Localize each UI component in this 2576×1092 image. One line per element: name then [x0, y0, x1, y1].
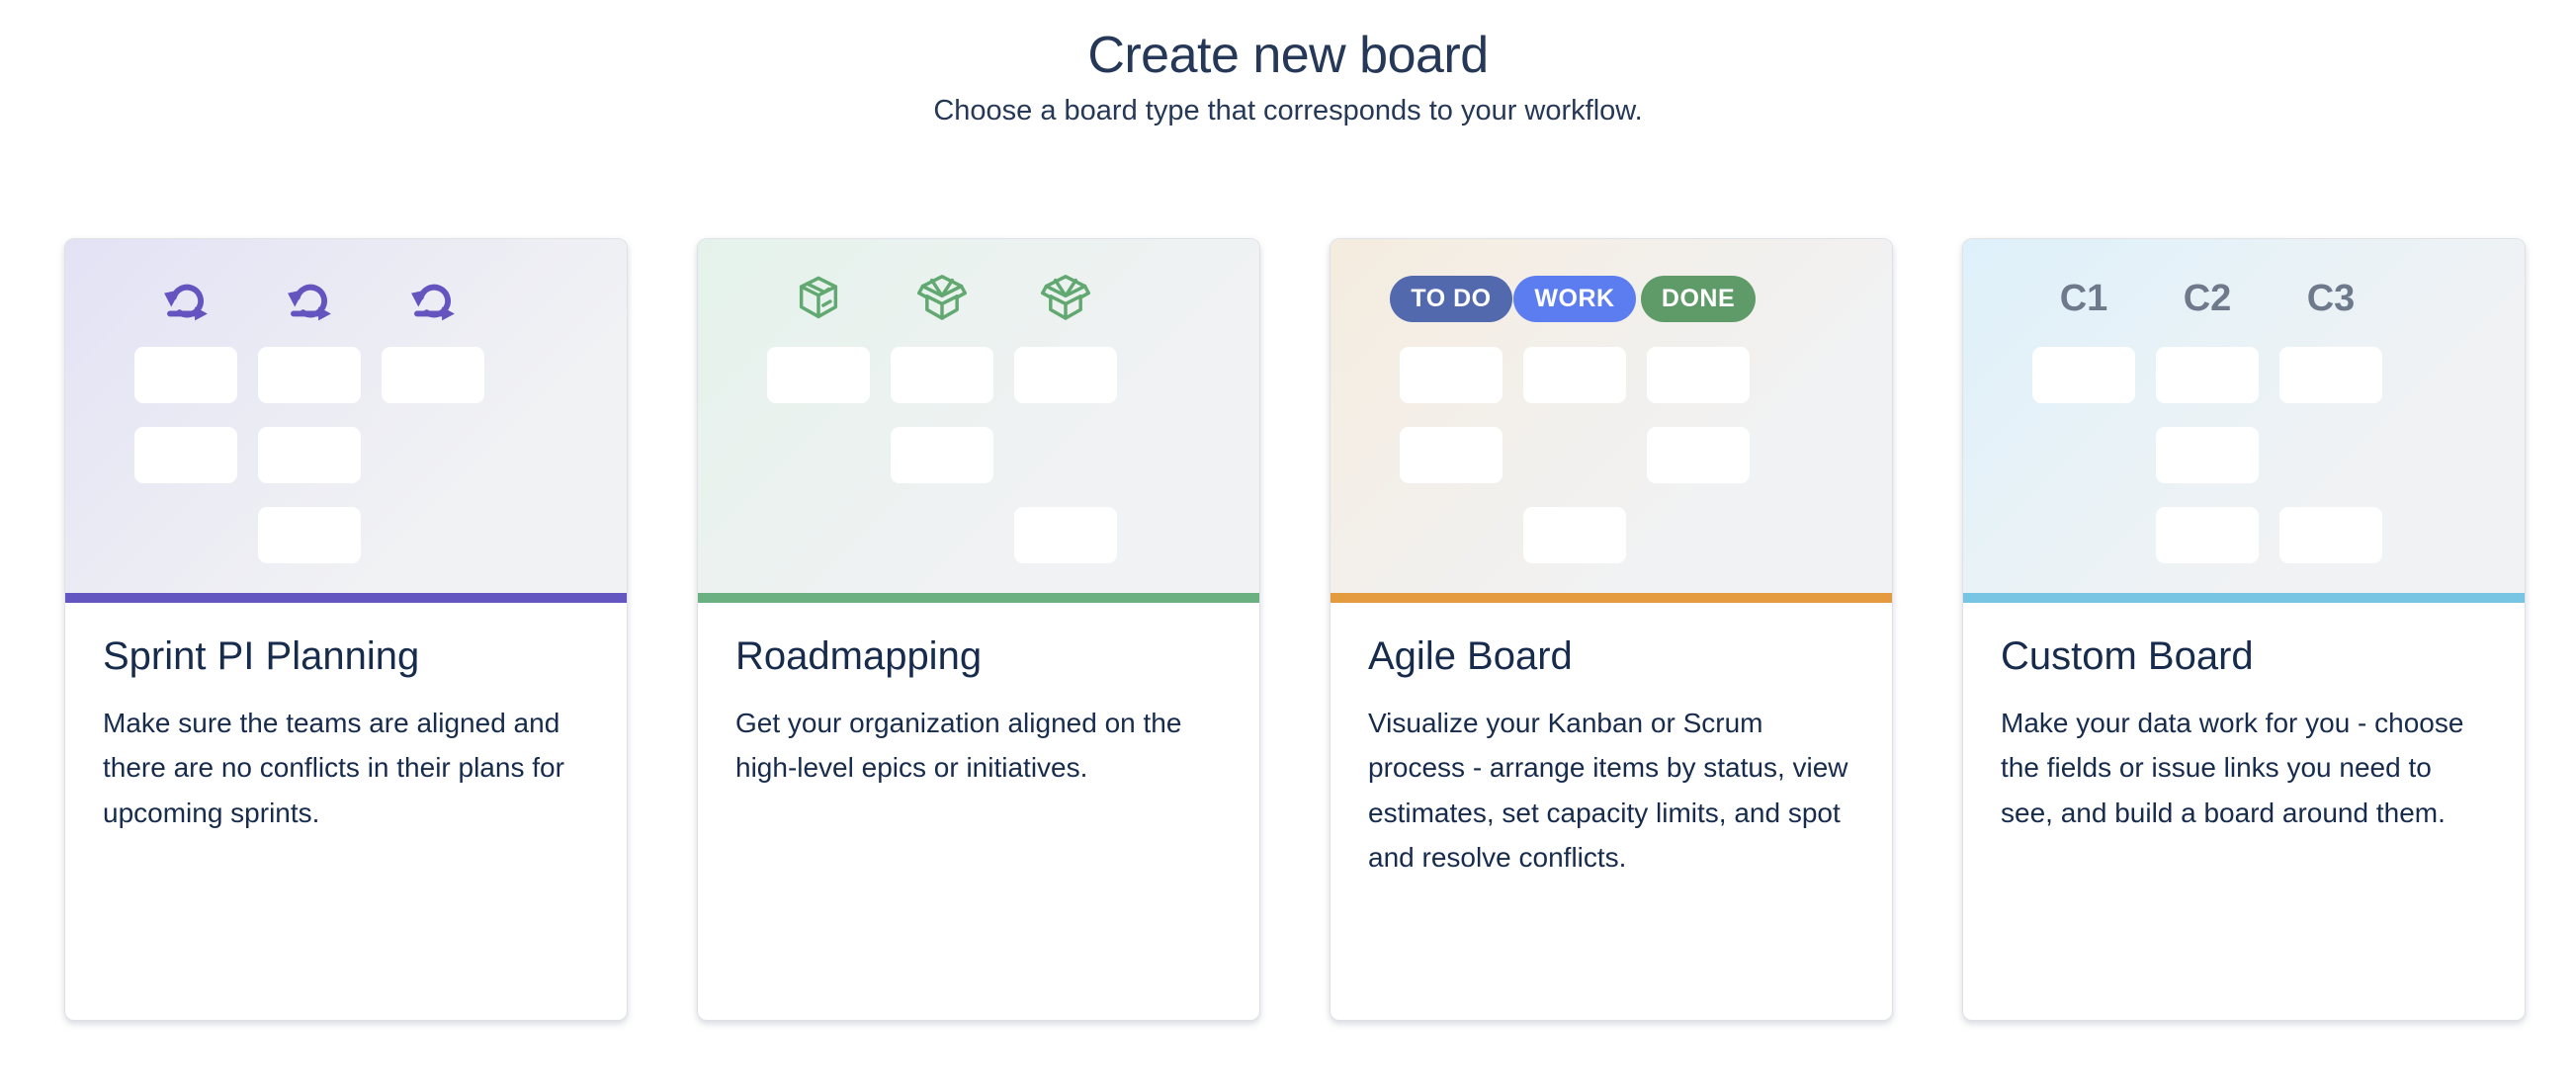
card-placeholder: [134, 347, 237, 403]
card-accent-strip: [1963, 593, 2525, 603]
empty-slot: [1400, 507, 1503, 563]
card-accent-strip: [698, 593, 1259, 603]
board-type-cards: Sprint PI Planning Make sure the teams a…: [0, 238, 2576, 1021]
card-placeholder: [2156, 507, 2259, 563]
status-badge: TO DO: [1390, 275, 1512, 322]
illustration-grid: [1400, 347, 1892, 563]
illustration-cell: DONE: [1640, 273, 1757, 324]
empty-slot: [382, 507, 484, 563]
illustration-cell: C3: [2279, 273, 2382, 324]
illustration-cell: WORK: [1513, 273, 1636, 324]
empty-slot: [767, 427, 870, 483]
card-placeholder: [767, 347, 870, 403]
card-accent-strip: [65, 593, 627, 603]
empty-slot: [1647, 507, 1750, 563]
card-title: Custom Board: [2001, 634, 2254, 678]
status-badge: WORK: [1513, 275, 1636, 322]
card-title: Sprint PI Planning: [103, 634, 420, 678]
empty-slot: [767, 507, 870, 563]
card-placeholder: [382, 347, 484, 403]
card-description: Visualize your Kanban or Scrum process -…: [1368, 708, 1848, 874]
sprint-icon: [282, 276, 337, 322]
card-placeholder: [258, 507, 361, 563]
board-type-card-roadmapping[interactable]: Roadmapping Get your organization aligne…: [697, 238, 1260, 1021]
card-description: Make sure the teams are aligned and ther…: [103, 708, 564, 828]
column-header: C1: [2059, 277, 2108, 319]
card-placeholder: [1014, 507, 1117, 563]
column-header: C2: [2183, 277, 2232, 319]
illustration-grid: [767, 347, 1259, 563]
box-open-icon: [916, 273, 968, 324]
illustration-cell: [767, 273, 870, 324]
empty-slot: [891, 507, 993, 563]
board-type-card-sprint-pi-planning[interactable]: Sprint PI Planning Make sure the teams a…: [64, 238, 628, 1021]
illustration-cell: C1: [2032, 273, 2135, 324]
card-placeholder: [2279, 347, 2382, 403]
illustration-cell: [382, 273, 484, 324]
empty-slot: [2279, 427, 2382, 483]
empty-slot: [134, 507, 237, 563]
card-placeholder: [2032, 347, 2135, 403]
illustration-header-row: [134, 273, 627, 324]
page-title: Create new board: [1087, 27, 1489, 84]
card-body: Roadmapping Get your organization aligne…: [698, 603, 1259, 791]
sprint-icon: [158, 276, 214, 322]
card-placeholder: [2279, 507, 2382, 563]
empty-slot: [2032, 427, 2135, 483]
empty-slot: [1523, 427, 1626, 483]
box-closed-icon: [793, 273, 844, 324]
card-illustration: [65, 239, 627, 593]
card-body: Agile Board Visualize your Kanban or Scr…: [1331, 603, 1892, 880]
illustration-cell: [134, 273, 237, 324]
card-placeholder: [1647, 427, 1750, 483]
illustration-cell: [891, 273, 993, 324]
card-placeholder: [258, 427, 361, 483]
card-placeholder: [1523, 347, 1626, 403]
board-type-card-custom-board[interactable]: C1 C2 C3 Custom Board Make your data work …: [1962, 238, 2526, 1021]
card-body: Custom Board Make your data work for you…: [1963, 603, 2525, 835]
illustration-cell: TO DO: [1390, 273, 1512, 324]
card-description: Get your organization aligned on the hig…: [735, 708, 1182, 784]
illustration-cell: [1014, 273, 1117, 324]
card-body: Sprint PI Planning Make sure the teams a…: [65, 603, 627, 835]
card-description: Make your data work for you - choose the…: [2001, 708, 2464, 828]
card-title: Agile Board: [1368, 634, 1573, 678]
card-placeholder: [2156, 347, 2259, 403]
status-badge: DONE: [1640, 275, 1757, 322]
box-open-icon: [1040, 273, 1091, 324]
create-board-page: Create new board Choose a board type tha…: [0, 26, 2576, 1021]
illustration-cell: [258, 273, 361, 324]
illustration-header-row: [767, 273, 1259, 324]
column-header: C3: [2306, 277, 2356, 319]
card-placeholder: [891, 347, 993, 403]
card-placeholder: [891, 427, 993, 483]
card-placeholder: [1400, 427, 1503, 483]
illustration-cell: C2: [2156, 273, 2259, 324]
card-illustration: C1 C2 C3: [1963, 239, 2525, 593]
card-placeholder: [134, 427, 237, 483]
illustration-header-row: C1 C2 C3: [2032, 273, 2525, 324]
empty-slot: [1014, 427, 1117, 483]
card-placeholder: [258, 347, 361, 403]
page-header: Create new board Choose a board type tha…: [0, 26, 2576, 127]
card-placeholder: [1647, 347, 1750, 403]
empty-slot: [2032, 507, 2135, 563]
card-accent-strip: [1331, 593, 1892, 603]
card-placeholder: [2156, 427, 2259, 483]
card-placeholder: [1014, 347, 1117, 403]
card-placeholder: [1400, 347, 1503, 403]
card-placeholder: [1523, 507, 1626, 563]
page-subtitle: Choose a board type that corresponds to …: [933, 95, 1643, 126]
sprint-icon: [405, 276, 461, 322]
empty-slot: [382, 427, 484, 483]
card-illustration: [698, 239, 1259, 593]
illustration-grid: [134, 347, 627, 563]
illustration-grid: [2032, 347, 2525, 563]
card-title: Roadmapping: [735, 634, 983, 678]
